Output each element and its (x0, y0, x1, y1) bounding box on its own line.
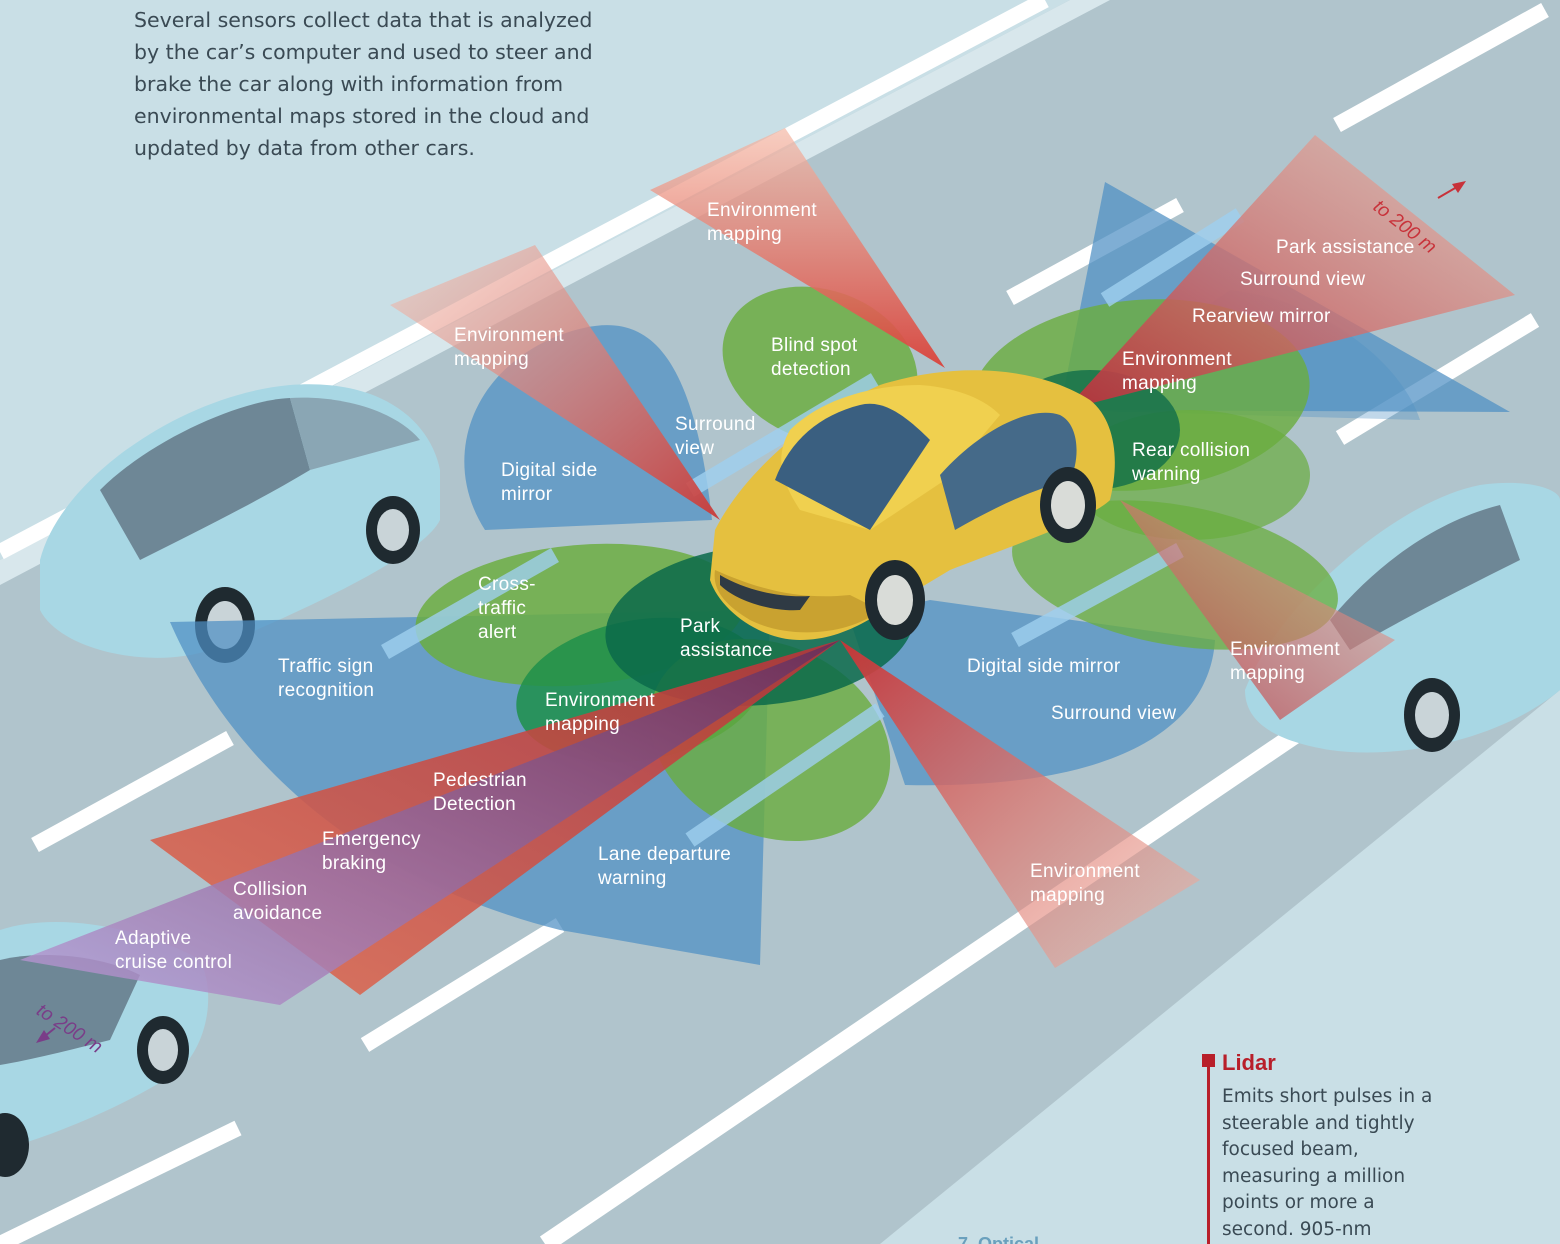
label-environment-mapping-left: Environment mapping (454, 325, 564, 370)
label-blind-spot-detection: Blind spot detection (771, 335, 858, 380)
label-rear-collision-warning: Rear collision warning (1132, 440, 1251, 485)
label-surround-view-right: Surround view (1051, 703, 1177, 724)
lidar-description: Emits short pulses in a steerable and ti… (1222, 1086, 1433, 1240)
label-environment-mapping-rear: Environment mapping (1122, 349, 1232, 394)
label-environment-mapping-front: Environment mapping (545, 690, 655, 735)
label-environment-mapping-top: Environment mapping (707, 200, 817, 245)
front-distance-arrow (36, 1027, 56, 1043)
label-cross-traffic-alert: Cross- traffic alert (478, 574, 536, 643)
label-park-assistance-rear: Park assistance (1276, 237, 1415, 258)
label-environment-mapping-bottom: Environment mapping (1030, 861, 1140, 906)
label-park-assistance-front: Park assistance (680, 616, 773, 661)
label-lane-departure-warning: Lane departure warning (598, 844, 732, 889)
label-surround-view-left: Surround view (675, 414, 756, 459)
optical-section-heading: 7. Optical (958, 1234, 1040, 1244)
sensor-beam-bars (381, 208, 1245, 847)
label-digital-side-mirror-left: Digital side mirror (501, 460, 598, 505)
label-adaptive-cruise-control: Adaptive cruise control (115, 928, 233, 973)
label-surround-view-rear: Surround view (1240, 269, 1366, 290)
label-traffic-sign-recognition: Traffic sign recognition (278, 656, 375, 701)
rear-distance-arrow (1437, 181, 1466, 199)
label-emergency-braking: Emergency braking (322, 829, 421, 874)
long-range-coverage (20, 128, 1515, 1005)
label-pedestrian-detection: Pedestrian Detection (433, 770, 527, 815)
label-environment-mapping-right: Environment mapping (1230, 639, 1340, 684)
lidar-title: Lidar (1222, 1050, 1276, 1075)
label-collision-avoidance: Collision avoidance (233, 879, 323, 924)
label-digital-side-mirror-right: Digital side mirror (967, 656, 1121, 677)
label-rearview-mirror: Rearview mirror (1192, 306, 1331, 327)
main-car (710, 370, 1115, 640)
intro-paragraph: Several sensors collect data that is ana… (134, 8, 593, 160)
lidar-rule (1207, 1060, 1210, 1244)
